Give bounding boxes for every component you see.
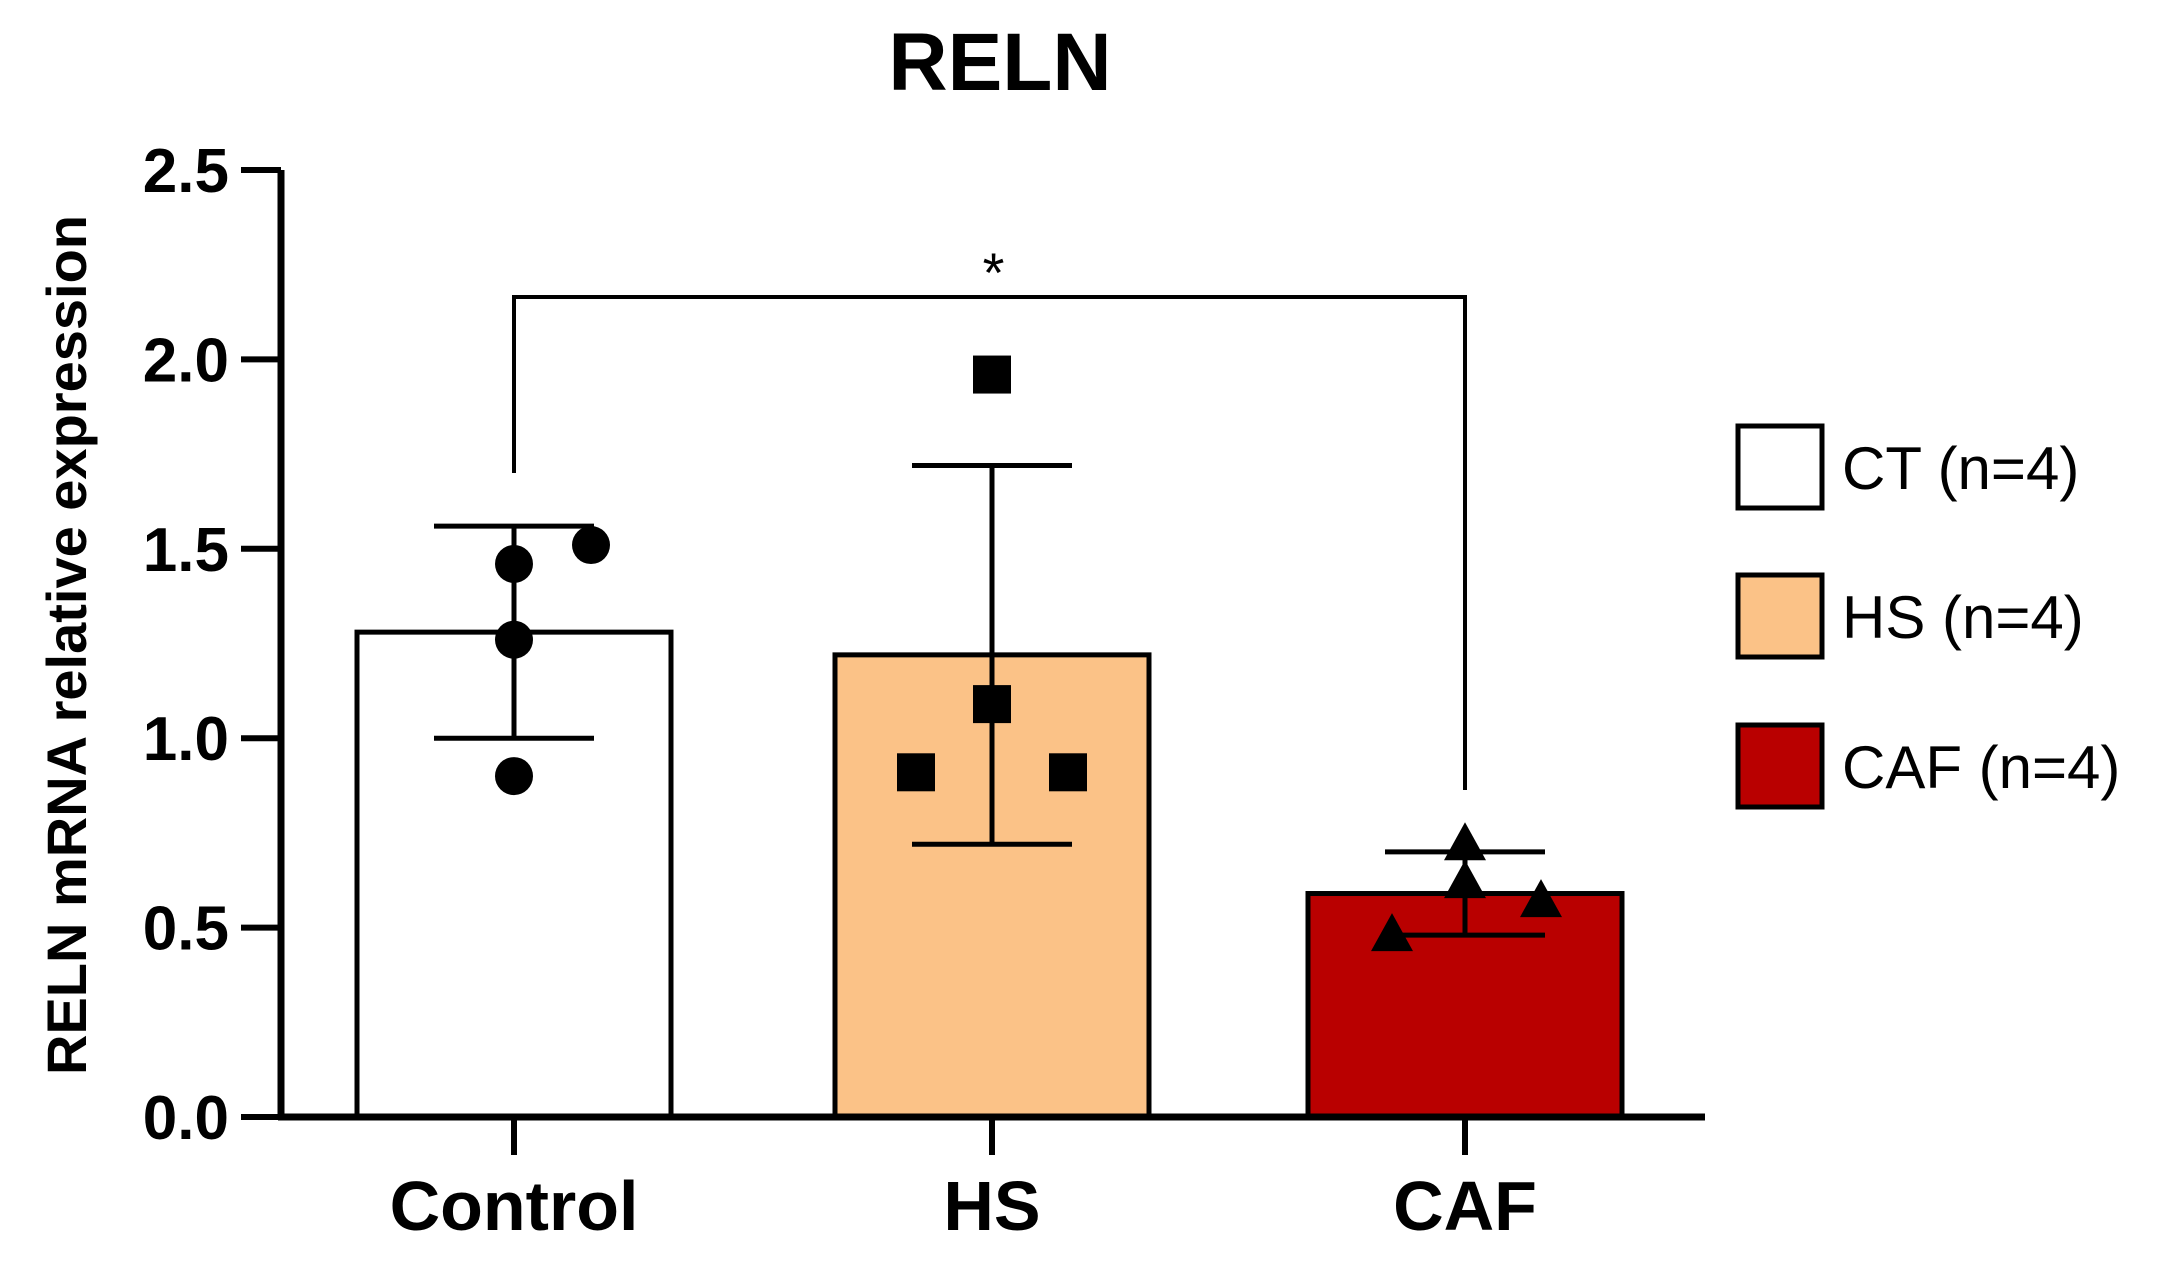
legend-swatch [1735, 423, 1825, 511]
data-point [495, 620, 533, 659]
significance-bracket [512, 295, 1467, 790]
data-point [897, 753, 935, 792]
data-point [1371, 913, 1413, 952]
legend-label: CT (n=4) [1842, 435, 2079, 502]
y-axis-label: RELN mRNA relative expression [35, 215, 98, 1075]
data-point [1520, 879, 1562, 918]
legend: CT (n=4) HS (n=4) CAF (n=4) [1735, 423, 2120, 810]
data-point [1444, 822, 1486, 861]
data-point [1444, 860, 1486, 899]
legend-label: HS (n=4) [1842, 584, 2084, 651]
y-tick-label: 1.5 [143, 516, 229, 585]
x-tick-label: CAF [1393, 1167, 1537, 1245]
data-point [973, 685, 1011, 724]
y-tick-label: 1.0 [143, 705, 229, 774]
data-point [495, 757, 533, 796]
legend-swatch [1735, 722, 1825, 810]
significance-marker: * [983, 241, 1005, 304]
data-point [495, 544, 533, 583]
y-tick-label: 0.5 [143, 895, 229, 964]
data-point [973, 355, 1011, 394]
data-point [572, 526, 610, 565]
x-tick-label: Control [390, 1167, 639, 1245]
data-point [1049, 753, 1087, 792]
y-tick-label: 2.5 [143, 137, 229, 206]
legend-label: CAF (n=4) [1842, 734, 2120, 801]
legend-swatch [1735, 572, 1825, 660]
chart-title: RELN [888, 17, 1111, 108]
x-tick-label: HS [943, 1167, 1040, 1245]
y-tick-label: 0.0 [143, 1084, 229, 1153]
y-tick-label: 2.0 [143, 326, 229, 395]
